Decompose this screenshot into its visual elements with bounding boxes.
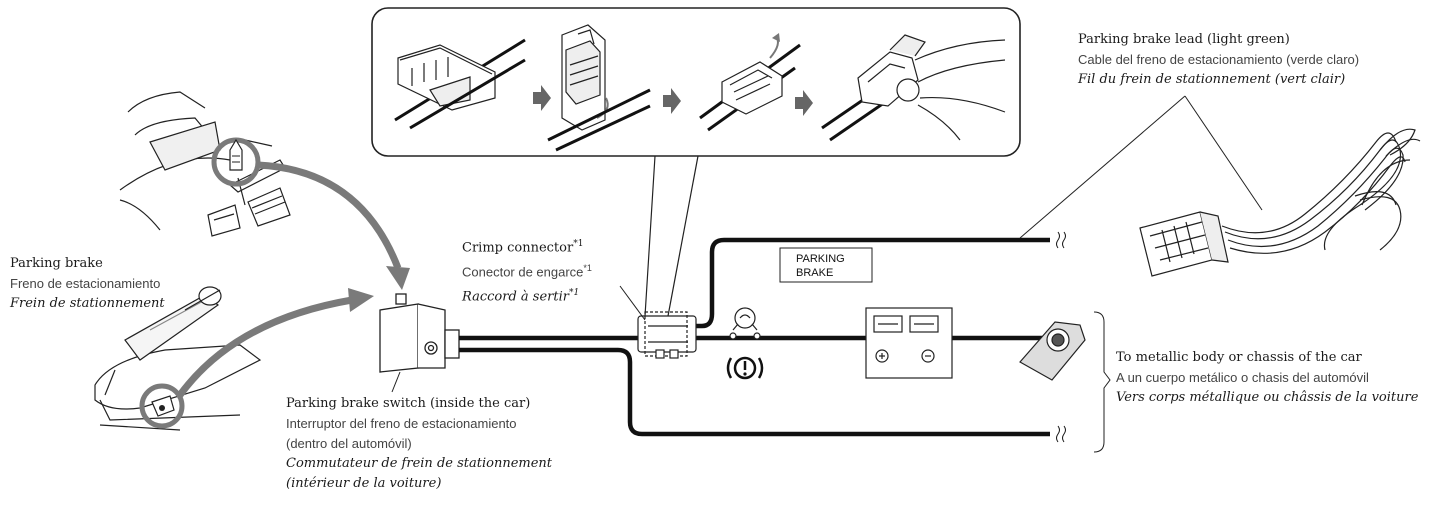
note-3: *1: [568, 287, 580, 298]
crimp-connector: [619, 285, 697, 359]
crimp-connector-label: Crimp connector*1 Conector de engarce*1 …: [462, 234, 592, 307]
step-arrow-icon: [533, 85, 551, 111]
harness-cable-coil: [1221, 128, 1421, 254]
parking-brake-switch: [379, 293, 460, 393]
switch-label-fr-1: Commutateur de frein de stationnement: [286, 456, 552, 471]
switch-label: Parking brake switch (inside the car) In…: [286, 394, 552, 494]
switch-label-es-2: (dentro del automóvil): [286, 436, 412, 451]
parking-brake-label-en: Parking brake: [10, 256, 103, 271]
ground-bolt-icon: [1019, 321, 1086, 381]
hand-brake-illustration: [94, 286, 262, 431]
parking-brake-wire-tag: PARKING BRAKE: [779, 247, 873, 283]
switch-label-en: Parking brake switch (inside the car): [286, 396, 531, 411]
crimp-connector-label-fr: Raccord à sertir*1: [462, 287, 580, 304]
bulb-icon: [729, 307, 761, 340]
tag-line-1: PARKING: [796, 253, 845, 265]
lead-label: Parking brake lead (light green) Cable d…: [1078, 30, 1359, 90]
lead-label-fr: Fil du frein de stationnement (vert clai…: [1078, 72, 1346, 87]
crimp-step-1-open: [394, 38, 526, 130]
lever-switch-detail-icon: [139, 383, 185, 429]
note-1: *1: [573, 239, 584, 249]
crimp-connector-label-es: Conector de engarce*1: [462, 263, 592, 280]
crimp-step-4-pliers: [821, 34, 1006, 142]
lever-to-switch-arrow: [177, 288, 374, 398]
crimp-connector-label-en: Crimp connector*1: [462, 239, 584, 256]
crimp-step-3-close: [699, 33, 801, 132]
lead-callout-lines: [1019, 95, 1263, 239]
ground-bracket: [1093, 311, 1111, 453]
lead-label-es: Cable del freno de estacionamiento (verd…: [1078, 52, 1360, 67]
switch-label-fr-2: (intérieur de la voiture): [286, 476, 442, 491]
harness-connector: [1139, 211, 1229, 277]
ground-label-es: A un cuerpo metálico o chasis del automó…: [1116, 370, 1369, 385]
note-2: *1: [583, 263, 592, 274]
ground-label: To metallic body or chassis of the car A…: [1116, 348, 1418, 408]
ground-label-fr: Vers corps métallique ou châssis de la v…: [1116, 390, 1419, 405]
brake-switch-detail-icon: [211, 137, 261, 187]
parking-brake-warning-icon: [726, 356, 764, 380]
step-arrow-icon: [795, 90, 813, 116]
lead-label-en: Parking brake lead (light green): [1078, 32, 1290, 47]
pedal-to-switch-arrow: [257, 161, 410, 290]
battery-icon: [865, 307, 953, 379]
tag-line-2: BRAKE: [796, 267, 833, 279]
parking-brake-label: Parking brake Freno de estacionamiento F…: [10, 254, 165, 314]
parking-brake-label-fr: Frein de stationnement: [10, 296, 165, 311]
ground-label-en: To metallic body or chassis of the car: [1116, 350, 1362, 365]
crimp-step-2-insert: [547, 24, 651, 152]
wire-break-marks: [1056, 231, 1066, 443]
switch-label-es-1: Interruptor del freno de estacionamiento: [286, 416, 517, 431]
step-arrow-icon: [663, 88, 681, 114]
parking-brake-label-es: Freno de estacionamiento: [10, 276, 161, 291]
